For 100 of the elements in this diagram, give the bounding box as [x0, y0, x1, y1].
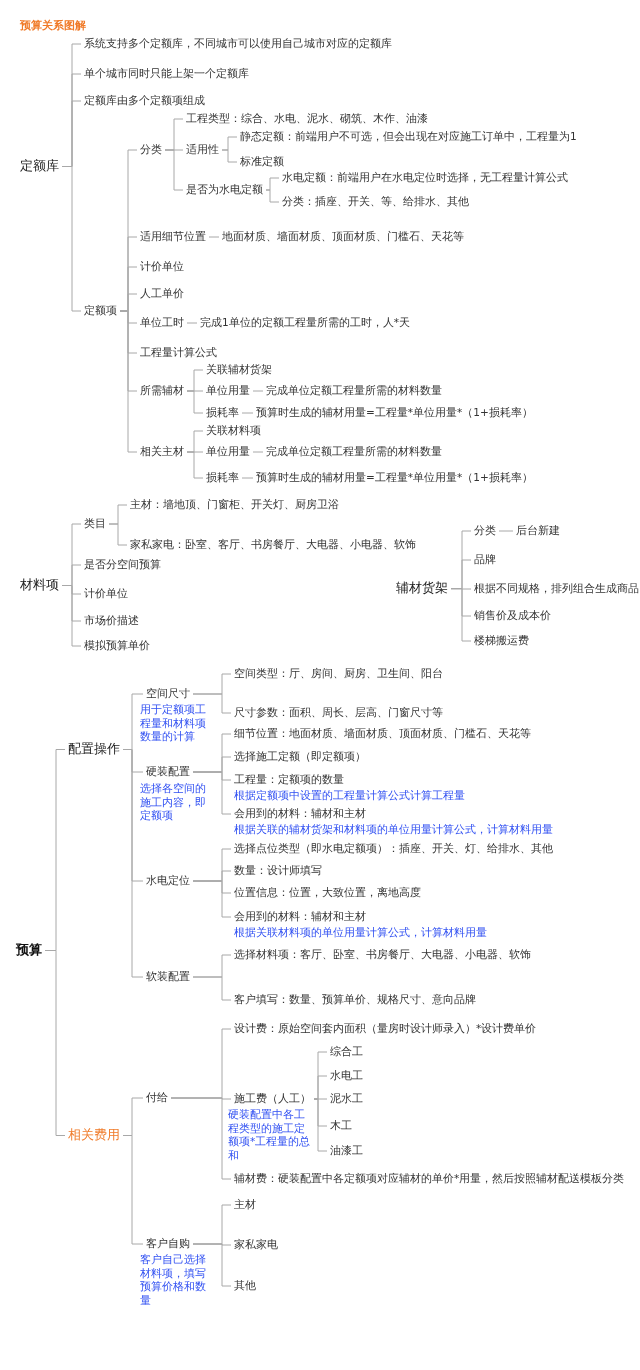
subtopic-text: 定额项 [81, 304, 120, 318]
subtopic-text: 损耗率 [203, 471, 242, 485]
subtopic-text: 木工 [327, 1119, 355, 1133]
subtopic-text: 水电工 [327, 1069, 366, 1083]
connector-line [122, 749, 144, 978]
topic-text: 配置操作 [65, 740, 123, 758]
subtopic-text: 硬装配置 [143, 765, 193, 779]
subtopic-text: 楼梯搬运费 [471, 634, 532, 648]
subtopic-text: 设计费：原始空间套内面积（量房时设计师录入）*设计费单价 [231, 1022, 540, 1036]
note-text: 用于定额项工程量和材料项数量的计算 [140, 703, 207, 744]
subtopic-text: 综合工 [327, 1045, 366, 1059]
subtopic-text: 所需辅材 [137, 384, 187, 398]
connector-line [192, 880, 232, 918]
subtopic-text: 泥水工 [327, 1092, 366, 1106]
subtopic-text: 会用到的材料：辅材和主材 [231, 910, 369, 924]
connector-line [61, 585, 82, 647]
connector-line [498, 530, 514, 532]
subtopic-text: 关联材料项 [203, 424, 264, 438]
connector-line [186, 390, 204, 414]
topic-text: 定额库 [17, 157, 62, 175]
subtopic-text: 选择点位类型（即水电定额项）：插座、开关、灯、给排水、其他 [231, 842, 556, 856]
subtopic-text: 主材 [231, 1198, 259, 1212]
subtopic-text: 水电定额：前端用户在水电定位时选择，无工程量计算公式 [279, 171, 571, 185]
topic-text: 预算 [13, 941, 45, 959]
subtopic-text: 选择材料项：客厅、卧室、书房餐厅、大电器、小电器、软饰 [231, 948, 534, 962]
subtopic-text: 是否分空间预算 [81, 558, 164, 572]
topic-text: 辅材货架 [393, 579, 451, 597]
connector-line [186, 322, 198, 324]
subtopic-text: 选择施工定额（即定额项） [231, 750, 369, 764]
title-text: 预算关系图解 [20, 19, 86, 33]
connector-line [186, 451, 204, 479]
subtopic-text: 完成单位定额工程量所需的材料数量 [263, 445, 445, 459]
subtopic-text: 预算时生成的辅材用量=工程量*单位用量*（1+损耗率） [253, 406, 536, 420]
subtopic-text: 品牌 [471, 553, 499, 567]
subtopic-text: 损耗率 [203, 406, 242, 420]
subtopic-text: 客户自购 [143, 1237, 193, 1251]
topic-text: 材料项 [17, 576, 62, 594]
connector-line [265, 189, 280, 203]
subtopic-text: 预算时生成的辅材用量=工程量*单位用量*（1+损耗率） [253, 471, 536, 485]
subtopic-text: 位置信息：位置，大致位置，离地高度 [231, 886, 424, 900]
subtopic-text: 人工单价 [137, 287, 187, 301]
note-text: 选择各空间的施工内容，即定额项 [140, 782, 207, 823]
connector-line [221, 149, 238, 163]
subtopic-text: 分类 [137, 143, 165, 157]
subtopic-text: 付给 [143, 1091, 171, 1105]
subtopic-text: 类目 [81, 517, 109, 531]
connector-line [252, 390, 264, 392]
connector-line [313, 1098, 328, 1152]
note-text: 硬装配置中各工程类型的施工定额项*工程量的总和 [228, 1108, 312, 1163]
subtopic-text: 工程量：定额项的数量 [231, 773, 347, 787]
subtopic-text: 软装配置 [143, 970, 193, 984]
connector-line [192, 693, 232, 714]
subtopic-text: 主材：墙地顶、门窗柜、开关灯、厨房卫浴 [127, 498, 342, 512]
subtopic-text: 家私家电 [231, 1238, 281, 1252]
connector-line [108, 523, 128, 546]
subtopic-text: 单位工时 [137, 316, 187, 330]
subtopic-text: 细节位置：地面材质、墙面材质、顶面材质、门槛石、天花等 [231, 727, 534, 741]
note-text: 根据关联材料项的单位用量计算公式，计算材料用量 [234, 926, 487, 940]
connector-line [241, 412, 254, 414]
subtopic-text: 根据不同规格，排列组合生成商品 [471, 582, 640, 596]
subtopic-text: 空间类型：厅、房间、厨房、卫生间、阳台 [231, 667, 446, 681]
subtopic-text: 水电定位 [143, 874, 193, 888]
connector-line [252, 451, 264, 453]
subtopic-text: 分类 [471, 524, 499, 538]
subtopic-text: 计价单位 [137, 260, 187, 274]
connector-line [450, 588, 472, 590]
note-text: 根据定额项中设置的工程量计算公式计算工程量 [234, 789, 465, 803]
subtopic-text: 静态定额：前端用户不可选，但会出现在对应施工订单中，工程量为1 [237, 130, 580, 144]
subtopic-text: 客户填写：数量、预算单价、规格尺寸、意向品牌 [231, 993, 479, 1007]
subtopic-text: 计价单位 [81, 587, 131, 601]
subtopic-text: 其他 [231, 1279, 259, 1293]
connector-line [192, 1243, 232, 1287]
subtopic-text: 地面材质、墙面材质、顶面材质、门槛石、天花等 [219, 230, 467, 244]
subtopic-text: 施工费（人工） [231, 1092, 314, 1106]
subtopic-text: 模拟预算单价 [81, 639, 153, 653]
subtopic-text: 单个城市同时只能上架一个定额库 [81, 67, 252, 81]
subtopic-text: 家私家电：卧室、客厅、书房餐厅、大电器、小电器、软饰 [127, 538, 419, 552]
subtopic-text: 市场价描述 [81, 614, 142, 628]
subtopic-text: 是否为水电定额 [183, 183, 266, 197]
connector-line [450, 588, 472, 642]
subtopic-text: 完成1单位的定额工程量所需的工时，人*天 [197, 316, 413, 330]
subtopic-text: 销售价及成本价 [471, 609, 554, 623]
note-text: 根据关联的辅材货架和材料项的单位用量计算公式，计算材料用量 [234, 823, 553, 837]
subtopic-text: 适用性 [183, 143, 222, 157]
subtopic-text: 空间尺寸 [143, 687, 193, 701]
subtopic-text: 适用细节位置 [137, 230, 209, 244]
note-text: 客户自己选择材料项，填写预算价格和数量 [140, 1253, 207, 1308]
subtopic-text: 数量：设计师填写 [231, 864, 325, 878]
connector-line [208, 236, 220, 238]
subtopic-text: 完成单位定额工程量所需的材料数量 [263, 384, 445, 398]
subtopic-text: 油漆工 [327, 1144, 366, 1158]
subtopic-text: 工程量计算公式 [137, 346, 220, 360]
subtopic-text: 分类：插座、开关、等、给排水、其他 [279, 195, 472, 209]
subtopic-text: 相关主材 [137, 445, 187, 459]
subtopic-text: 单位用量 [203, 384, 253, 398]
subtopic-text: 关联辅材货架 [203, 363, 275, 377]
topic-text: 相关费用 [65, 1126, 123, 1144]
connector-line [192, 976, 232, 1001]
subtopic-text: 单位用量 [203, 445, 253, 459]
subtopic-text: 系统支持多个定额库，不同城市可以使用自己城市对应的定额库 [81, 37, 395, 51]
